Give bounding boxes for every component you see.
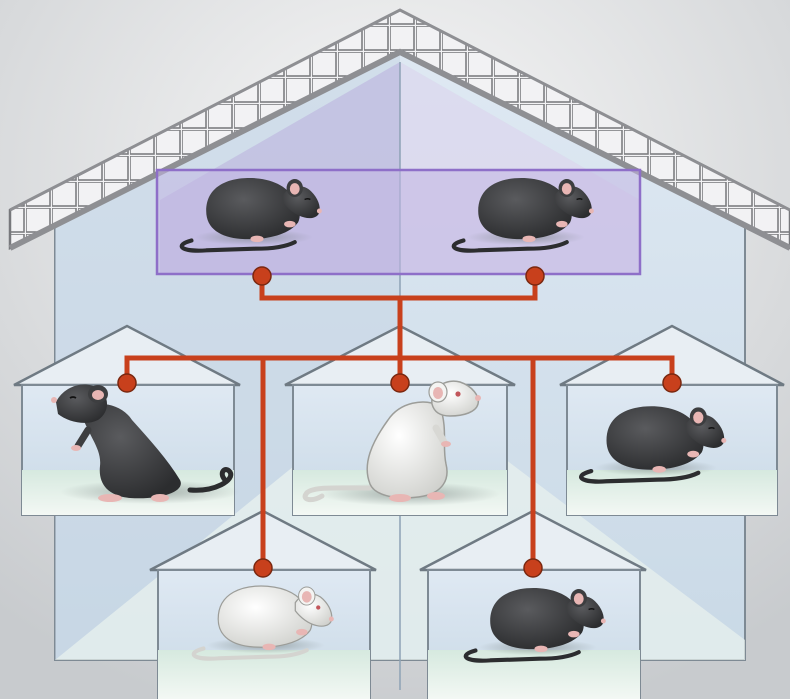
offspring-mouse-1	[51, 384, 240, 504]
node-pup-5	[523, 558, 543, 578]
node-pup-2	[390, 373, 410, 393]
node-pup-3	[662, 373, 682, 393]
node-parent-right	[525, 266, 545, 286]
connector-nodes	[117, 266, 682, 578]
node-parent-left	[252, 266, 272, 286]
house-roof	[8, 8, 790, 251]
offspring-mouse-2	[302, 380, 500, 506]
parent-pair-box	[155, 168, 642, 276]
node-pup-4	[253, 558, 273, 578]
pedigree-connectors	[124, 275, 675, 570]
node-pup-1	[117, 373, 137, 393]
